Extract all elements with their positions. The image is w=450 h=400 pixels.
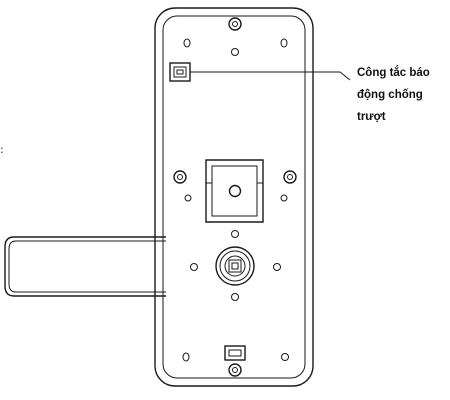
callout-leader-line <box>190 71 351 81</box>
stray-mark: : <box>0 143 4 156</box>
center-square-opening <box>205 159 264 223</box>
bottom-screw <box>228 363 242 377</box>
upper-holes <box>183 38 288 56</box>
middle-left-screw <box>173 170 187 184</box>
spindle <box>215 246 255 286</box>
lever-handle <box>4 236 166 297</box>
back-plate-body <box>154 7 314 387</box>
anti-pry-alarm-switch <box>169 62 191 82</box>
middle-right-screw <box>283 170 297 184</box>
anti-pry-alarm-switch-label: Công tắc báo động chống trượt <box>357 67 430 123</box>
spindle-holes <box>190 230 281 301</box>
side-holes <box>184 194 288 202</box>
bottom-connector <box>224 345 246 361</box>
bottom-holes <box>182 352 289 362</box>
top-screw <box>228 17 242 31</box>
